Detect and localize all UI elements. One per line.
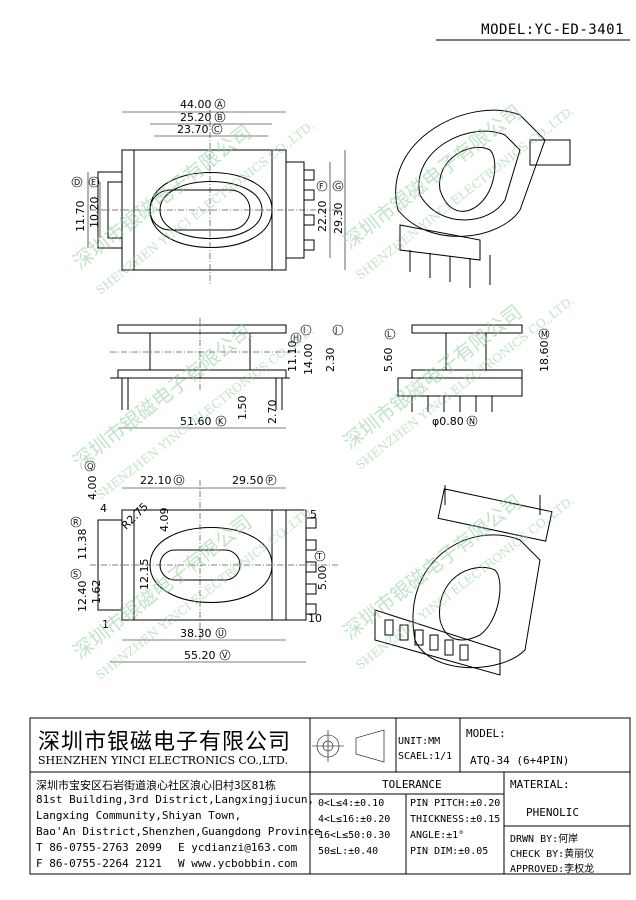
end-view: L 5.60 M 18.60 φ0.80 N bbox=[382, 324, 551, 428]
svg-text:K: K bbox=[218, 417, 224, 426]
svg-text:22.10: 22.10 bbox=[140, 474, 172, 487]
svg-text:E: E bbox=[91, 178, 96, 187]
top-view: 44.00 A 25.20 B 23.70 C D E 11.70 10.20 … bbox=[71, 98, 346, 285]
tolerance-row-3: 16<L≤50:0.30 bbox=[318, 830, 391, 841]
angle: ANGLE:±1° bbox=[410, 830, 465, 841]
svg-text:F: F bbox=[319, 182, 324, 191]
svg-text:O: O bbox=[176, 476, 182, 485]
email: E ycdianzi@163.com bbox=[178, 841, 298, 854]
svg-text:11.70: 11.70 bbox=[74, 201, 87, 233]
tolerance-row-1: 0<L≤4:±0.10 bbox=[318, 798, 385, 809]
svg-text:11.38: 11.38 bbox=[76, 529, 89, 561]
svg-text:4.09: 4.09 bbox=[158, 508, 171, 533]
projection-symbol bbox=[312, 729, 385, 763]
checked-by: CHECK BY:黄丽仪 bbox=[510, 849, 595, 860]
svg-text:R2.75: R2.75 bbox=[119, 500, 151, 532]
drawn-by: DRWN BY:何岸 bbox=[510, 834, 579, 845]
iso-view-top bbox=[395, 109, 571, 288]
svg-text:G: G bbox=[335, 182, 341, 191]
model-label: MODEL: bbox=[466, 727, 506, 740]
material-label: MATERIAL: bbox=[510, 778, 570, 791]
svg-text:SHENZHEN YINCI ELECTRONICS CO.: SHENZHEN YINCI ELECTRONICS CO.,LTD. bbox=[353, 293, 576, 472]
pin-dim: PIN DIM:±0.05 bbox=[410, 846, 489, 857]
svg-text:T: T bbox=[316, 552, 322, 561]
title-block-frame bbox=[29, 717, 631, 875]
svg-text:1.62: 1.62 bbox=[90, 580, 103, 605]
svg-text:H: H bbox=[293, 334, 299, 343]
svg-text:29.50: 29.50 bbox=[232, 474, 264, 487]
svg-text:10.20: 10.20 bbox=[88, 197, 101, 229]
svg-text:55.20: 55.20 bbox=[184, 649, 216, 662]
svg-text:D: D bbox=[74, 178, 80, 187]
svg-text:4.00: 4.00 bbox=[86, 476, 99, 501]
website: W www.ycbobbin.com bbox=[178, 857, 298, 870]
svg-text:2.70: 2.70 bbox=[266, 400, 279, 425]
material-value: PHENOLIC bbox=[526, 806, 579, 819]
svg-text:J: J bbox=[334, 326, 337, 335]
svg-text:U: U bbox=[218, 629, 224, 638]
svg-text:V: V bbox=[222, 651, 228, 660]
svg-text:L: L bbox=[387, 330, 392, 339]
svg-text:深圳市银磁电子有限公司: 深圳市银磁电子有限公司 bbox=[338, 490, 526, 644]
svg-text:S: S bbox=[73, 570, 78, 579]
svg-text:M: M bbox=[541, 330, 548, 339]
tel: T 86-0755-2763 2099 bbox=[36, 841, 162, 854]
svg-text:5.00: 5.00 bbox=[316, 566, 329, 591]
dim-a: 44.00 bbox=[180, 98, 212, 111]
dim-b: 25.20 bbox=[180, 111, 212, 124]
pin-label-5: 5 bbox=[310, 508, 317, 521]
svg-text:深圳市银磁电子有限公司: 深圳市银磁电子有限公司 bbox=[338, 300, 526, 454]
svg-text:A: A bbox=[217, 100, 223, 109]
address-en-line3: Bao'An District,Shenzhen,Guangdong Provi… bbox=[36, 825, 321, 838]
svg-text:SHENZHEN YINCI ELECTRONICS CO.: SHENZHEN YINCI ELECTRONICS CO.,LTD. bbox=[93, 118, 316, 297]
svg-text:22.20: 22.20 bbox=[316, 201, 329, 233]
thickness: THICKNESS:±0.15 bbox=[410, 814, 501, 825]
svg-text:38.30: 38.30 bbox=[180, 627, 212, 640]
svg-text:14.00: 14.00 bbox=[302, 344, 315, 376]
svg-text:SHENZHEN YINCI ELECTRONICS CO.: SHENZHEN YINCI ELECTRONICS CO.,LTD. bbox=[353, 493, 576, 672]
pin-label-1: 1 bbox=[102, 618, 109, 631]
scale-label: SCAEL:1/1 bbox=[398, 751, 453, 762]
svg-text:Q: Q bbox=[87, 462, 93, 471]
company-name-en: SHENZHEN YINCI ELECTRONICS CO.,LTD. bbox=[38, 754, 288, 767]
approved-by: APPROVED:李权龙 bbox=[510, 864, 595, 875]
svg-text:12.15: 12.15 bbox=[138, 559, 151, 591]
svg-text:B: B bbox=[217, 113, 223, 122]
svg-text:P: P bbox=[268, 476, 273, 485]
svg-text:5.60: 5.60 bbox=[382, 348, 395, 373]
tolerance-row-2: 4<L≤16:±0.20 bbox=[318, 814, 391, 825]
address-en-line1: 81st Building,3rd District,Langxingjiucu… bbox=[36, 793, 315, 806]
iso-view-bottom bbox=[374, 485, 553, 676]
svg-text:29.30: 29.30 bbox=[332, 203, 345, 235]
dim-c: 23.70 bbox=[177, 123, 209, 136]
tolerance-row-4: 50≤L:±0.40 bbox=[318, 846, 379, 857]
svg-text:φ0.80: φ0.80 bbox=[432, 415, 464, 428]
svg-text:C: C bbox=[214, 125, 220, 134]
pin-pitch: PIN PITCH:±0.20 bbox=[410, 798, 501, 809]
pin-label-4: 4 bbox=[100, 502, 107, 515]
address-cn: 深圳市宝安区石岩街道浪心社区浪心旧村3区81栋 bbox=[36, 779, 276, 792]
svg-text:11.10: 11.10 bbox=[286, 341, 299, 373]
svg-text:2.30: 2.30 bbox=[324, 348, 337, 373]
fax: F 86-0755-2264 2121 bbox=[36, 857, 162, 870]
svg-text:12.40: 12.40 bbox=[76, 581, 89, 613]
address-en-line2: Langxing Community,Shiyan Town, bbox=[36, 809, 242, 822]
svg-text:R: R bbox=[73, 518, 79, 527]
svg-text:51.60: 51.60 bbox=[180, 415, 212, 428]
pin-label-10: 10 bbox=[308, 612, 322, 625]
svg-text:I: I bbox=[303, 326, 305, 335]
company-name-cn: 深圳市银磁电子有限公司 bbox=[38, 730, 292, 755]
model-header: MODEL:YC-ED-3401 bbox=[481, 22, 624, 38]
svg-text:N: N bbox=[469, 417, 475, 426]
svg-text:1.50: 1.50 bbox=[236, 396, 249, 421]
side-view: 51.60 K H I J 11.10 14.00 2.30 1.50 2.70 bbox=[110, 318, 344, 429]
svg-text:18.60: 18.60 bbox=[538, 341, 551, 373]
unit-label: UNIT:MM bbox=[398, 736, 441, 747]
tolerance-title: TOLERANCE bbox=[382, 778, 442, 791]
model-value: ATQ-34 (6+4PIN) bbox=[470, 754, 570, 767]
svg-text:SHENZHEN YINCI ELECTRONICS CO.: SHENZHEN YINCI ELECTRONICS CO.,LTD. bbox=[353, 103, 576, 282]
